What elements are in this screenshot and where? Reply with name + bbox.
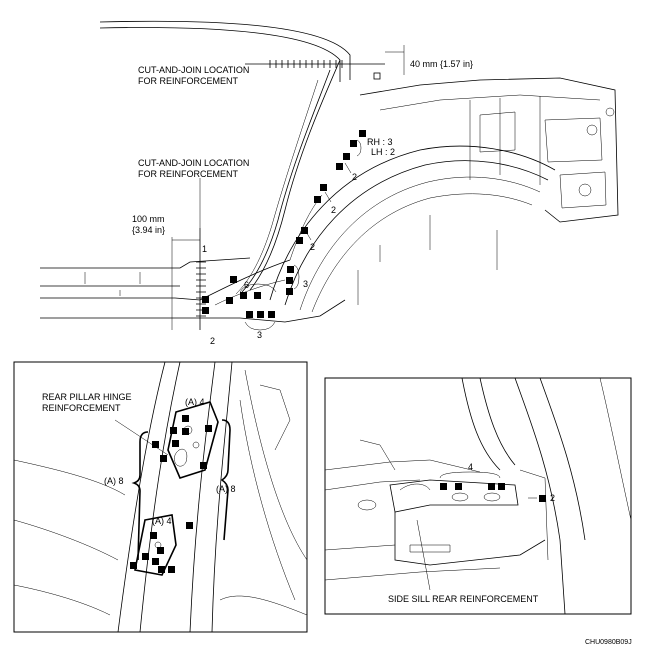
dimension-top: 40 mm {1.57 in} — [410, 59, 473, 69]
spot-weld — [240, 292, 247, 299]
count-label: 1 — [202, 244, 207, 254]
rear-pillar-label-line2: REINFORCEMENT — [42, 403, 121, 413]
dimension-left-line1: 100 mm — [132, 214, 165, 224]
spot-weld — [170, 427, 177, 434]
spot-weld — [158, 566, 165, 573]
rear-pillar-label-line1: REAR PILLAR HINGE — [42, 392, 132, 402]
spot-weld — [246, 311, 253, 318]
spot-weld — [130, 562, 137, 569]
cut-label-top-line2: FOR REINFORCEMENT — [138, 76, 239, 86]
spot-weld — [254, 292, 261, 299]
cut-label-left-line1: CUT-AND-JOIN LOCATION — [138, 158, 249, 168]
count-label: 3 — [257, 330, 262, 340]
spot-weld — [202, 307, 209, 314]
spot-weld — [488, 483, 495, 490]
spot-weld — [350, 140, 357, 147]
spot-count-label: 2 — [550, 493, 555, 503]
spot-weld — [168, 566, 175, 573]
detail-left-drawing — [13, 361, 308, 633]
spot-weld — [301, 227, 308, 234]
spot-weld — [373, 72, 381, 80]
detail-left-labels: REAR PILLAR HINGE REINFORCEMENT (A) 4 (A… — [42, 392, 236, 526]
spot-weld — [257, 311, 264, 318]
spot-weld — [343, 153, 350, 160]
spot-weld — [200, 462, 207, 469]
detail-right-drawing — [324, 377, 632, 615]
spot-weld — [152, 558, 159, 565]
dimension-left-line2: {3.94 in} — [132, 225, 165, 235]
main-view-spot-welds — [202, 72, 381, 318]
side-sill-label: SIDE SILL REAR REINFORCEMENT — [388, 594, 539, 604]
spot-count-label: (A) 4 — [185, 397, 205, 407]
spot-weld — [268, 311, 275, 318]
cut-label-top-line1: CUT-AND-JOIN LOCATION — [138, 65, 249, 75]
spot-weld — [440, 483, 447, 490]
spot-weld — [296, 237, 303, 244]
count-label: 2 — [352, 172, 357, 182]
count-label: 3 — [303, 279, 308, 289]
count-label: 2 — [310, 242, 315, 252]
spot-weld — [205, 425, 212, 432]
spot-weld — [182, 428, 189, 435]
spot-weld — [230, 276, 237, 283]
spot-weld — [142, 553, 149, 560]
spot-weld — [160, 455, 167, 462]
count-label: 6 — [244, 280, 249, 290]
spot-weld — [336, 163, 343, 170]
body-structure-drawing — [40, 20, 619, 330]
spot-weld — [226, 297, 233, 304]
spot-weld — [182, 415, 189, 422]
count-label: 2 — [210, 336, 215, 346]
detail-right-spot-welds — [440, 483, 546, 502]
lh-count: LH : 2 — [371, 147, 395, 157]
spot-weld — [286, 277, 293, 284]
detail-frame-right — [324, 377, 632, 615]
spot-weld — [314, 196, 321, 203]
spot-weld — [152, 441, 159, 448]
spot-count-label: 4 — [468, 462, 473, 472]
spot-weld — [172, 440, 179, 447]
spot-count-label: (A) 4 — [152, 516, 172, 526]
detail-left-spot-welds — [130, 415, 212, 573]
detail-right-labels: SIDE SILL REAR REINFORCEMENT 4 2 — [388, 462, 555, 604]
spot-weld — [157, 547, 164, 554]
spot-weld — [150, 532, 157, 539]
figure-code: CHU0980B09J — [585, 639, 632, 646]
spot-weld — [498, 483, 505, 490]
rh-count: RH : 3 — [367, 137, 393, 147]
spot-weld — [359, 130, 366, 137]
spot-weld — [455, 483, 462, 490]
count-label: 2 — [331, 205, 336, 215]
spot-weld — [202, 296, 209, 303]
spot-count-label: (A) 8 — [216, 484, 236, 494]
cut-label-left-line2: FOR REINFORCEMENT — [138, 169, 239, 179]
main-view-labels: CUT-AND-JOIN LOCATION FOR REINFORCEMENT … — [132, 59, 473, 346]
spot-weld — [320, 184, 327, 191]
spot-weld — [287, 266, 294, 273]
spot-weld — [286, 288, 293, 295]
detail-frame-left — [13, 361, 308, 633]
spot-count-label: (A) 8 — [104, 476, 124, 486]
spot-weld — [186, 522, 193, 529]
spot-weld — [539, 495, 546, 502]
